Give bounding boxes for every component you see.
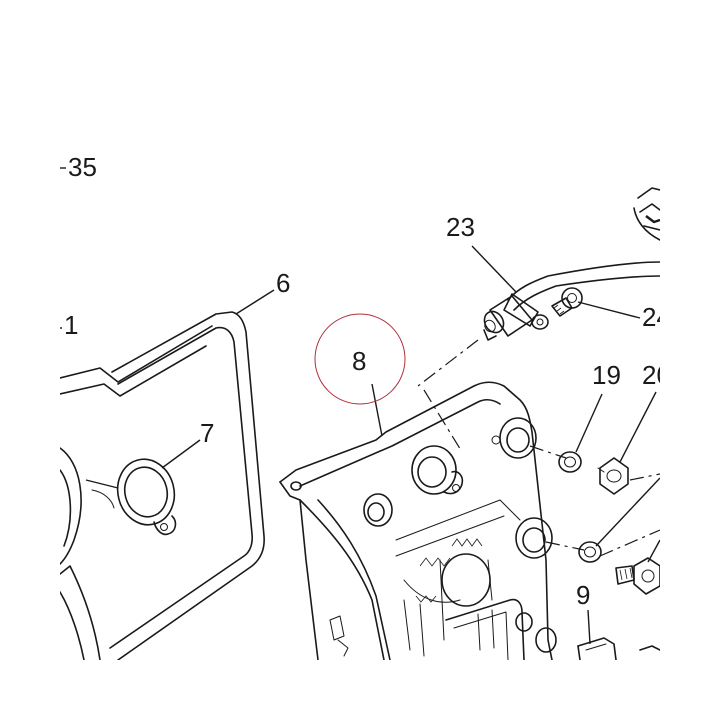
partial-component-top-right	[633, 187, 660, 241]
alignment-line-lower-right	[599, 529, 660, 557]
alignment-line-right	[629, 473, 660, 481]
part-8-cover	[279, 381, 557, 660]
alignment-line-bolt-lower	[545, 541, 585, 551]
callout-35: 35	[68, 152, 97, 182]
right-crop-mask	[660, 0, 720, 720]
leader-19	[575, 393, 603, 453]
leader-23	[471, 245, 517, 293]
part-7-seal-ring	[116, 458, 177, 536]
callout-23: 23	[446, 212, 475, 242]
callout-9: 9	[576, 580, 590, 610]
leader-7b	[85, 479, 119, 489]
highlight-circle-8	[314, 313, 406, 405]
part-1-engine-block	[60, 325, 213, 660]
left-crop-mask	[0, 0, 60, 720]
alignment-line-sensor-2	[423, 389, 463, 453]
part-23-sensor	[483, 261, 660, 341]
bottom-crop-mask	[0, 660, 720, 720]
alignment-line-bolt-upper	[529, 445, 567, 459]
part-20-bolt-upper	[597, 457, 629, 495]
part-20-bolt-lower	[615, 557, 660, 595]
leader-24	[577, 301, 641, 319]
part-9-bracket	[577, 637, 660, 660]
callout-8: 8	[352, 346, 366, 376]
alignment-line-sensor	[417, 339, 479, 387]
part-24-screw	[551, 287, 583, 317]
leader-9	[587, 609, 591, 645]
leader-8	[371, 383, 383, 437]
leader-20	[619, 391, 657, 463]
leader-6	[235, 289, 275, 315]
leader-20b	[595, 477, 660, 547]
callout-6: 6	[276, 268, 290, 298]
leader-7	[161, 439, 201, 469]
part-19-washer-lower	[578, 541, 602, 563]
part-6-gasket	[109, 311, 265, 660]
callout-7: 7	[200, 418, 214, 448]
callout-19: 19	[592, 360, 621, 390]
part-19-washer-upper	[558, 451, 582, 473]
leader-20c	[647, 539, 660, 563]
callout-1: 1	[64, 310, 78, 340]
